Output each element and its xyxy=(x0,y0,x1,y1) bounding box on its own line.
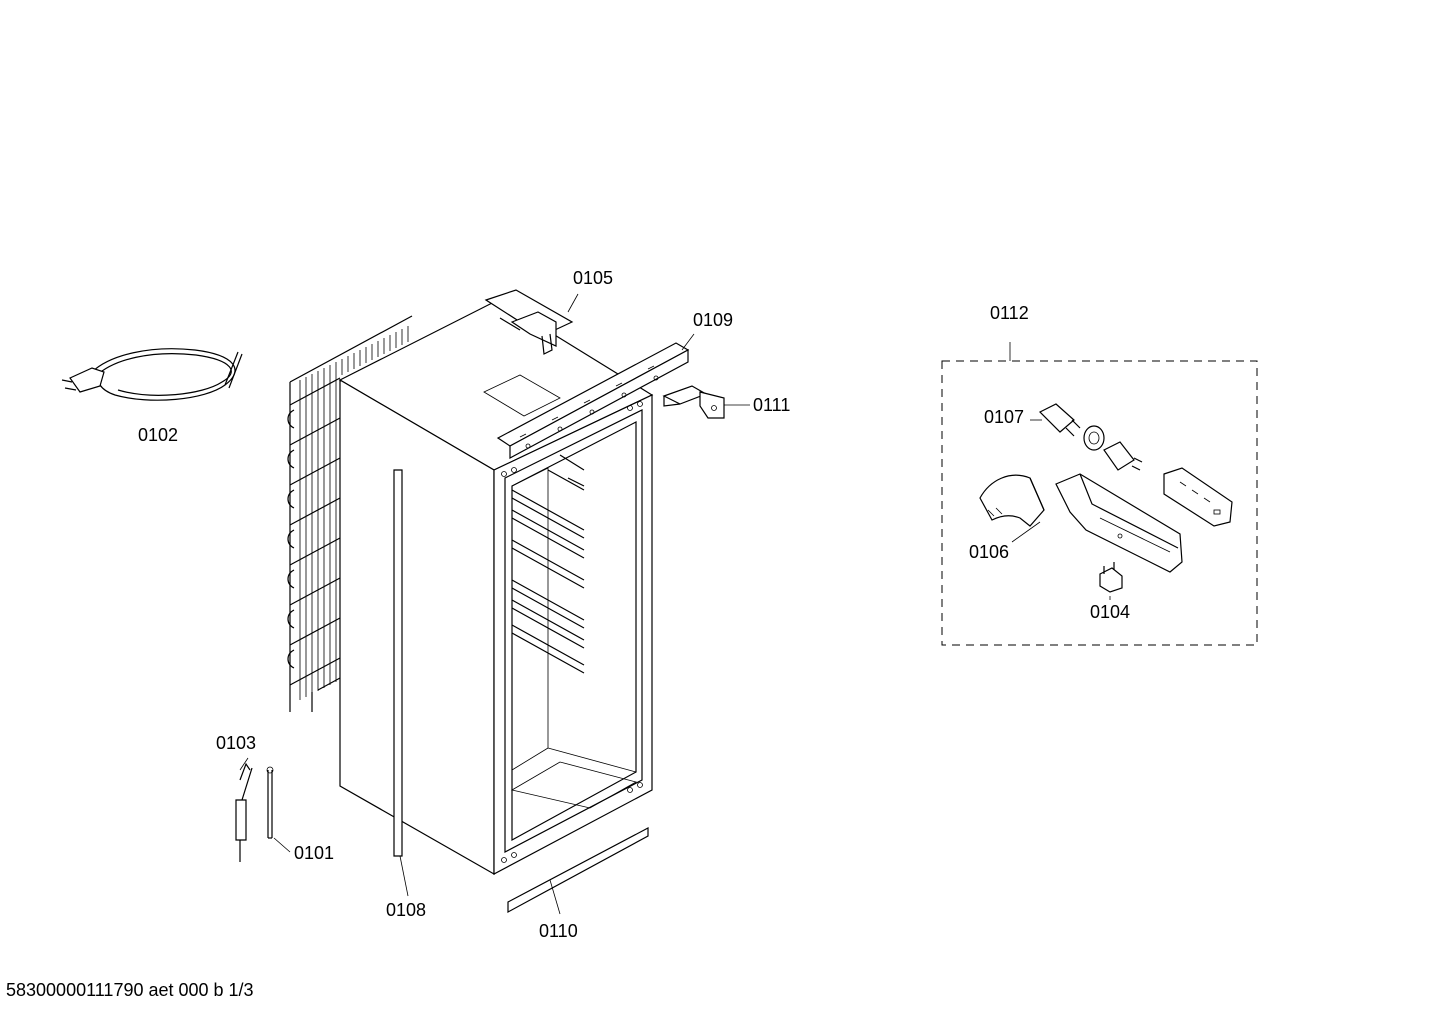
label-0106: 0106 xyxy=(969,542,1010,562)
hinge-bracket-illustration xyxy=(662,385,725,419)
label-0108: 0108 xyxy=(386,900,427,920)
kit-boundary xyxy=(941,360,1258,646)
leader-lines xyxy=(239,293,1111,915)
top-rail-illustration xyxy=(496,342,690,460)
document-code: 58300000111790 aet 000 b 1/3 xyxy=(6,980,254,1000)
vertical-seal-strip xyxy=(393,469,403,857)
label-0107: 0107 xyxy=(984,407,1025,427)
shelf-rails xyxy=(511,454,585,674)
label-0109: 0109 xyxy=(693,310,734,330)
label-0102: 0102 xyxy=(138,425,179,445)
label-0110: 0110 xyxy=(539,921,578,941)
thermostat-housing-illustration xyxy=(1055,473,1183,573)
power-cord-illustration xyxy=(61,348,243,401)
top-bracket-illustration xyxy=(484,289,574,355)
label-0101: 0101 xyxy=(294,843,335,863)
control-panel-plate-illustration xyxy=(1163,467,1233,527)
connector-illustration xyxy=(1099,562,1123,593)
sensor-illustration xyxy=(235,762,274,862)
label-0111: 0111 xyxy=(753,395,791,415)
label-0104: 0104 xyxy=(1090,602,1131,622)
label-0105: 0105 xyxy=(573,268,614,288)
cabinet-illustration xyxy=(338,299,654,876)
condenser-coil-illustration xyxy=(287,315,413,712)
label-0103: 0103 xyxy=(216,733,257,753)
lamp-cover-illustration xyxy=(979,474,1045,527)
bottom-strip xyxy=(507,827,649,914)
lamp-socket-illustration xyxy=(1038,403,1143,471)
label-0112: 0112 xyxy=(990,303,1029,323)
